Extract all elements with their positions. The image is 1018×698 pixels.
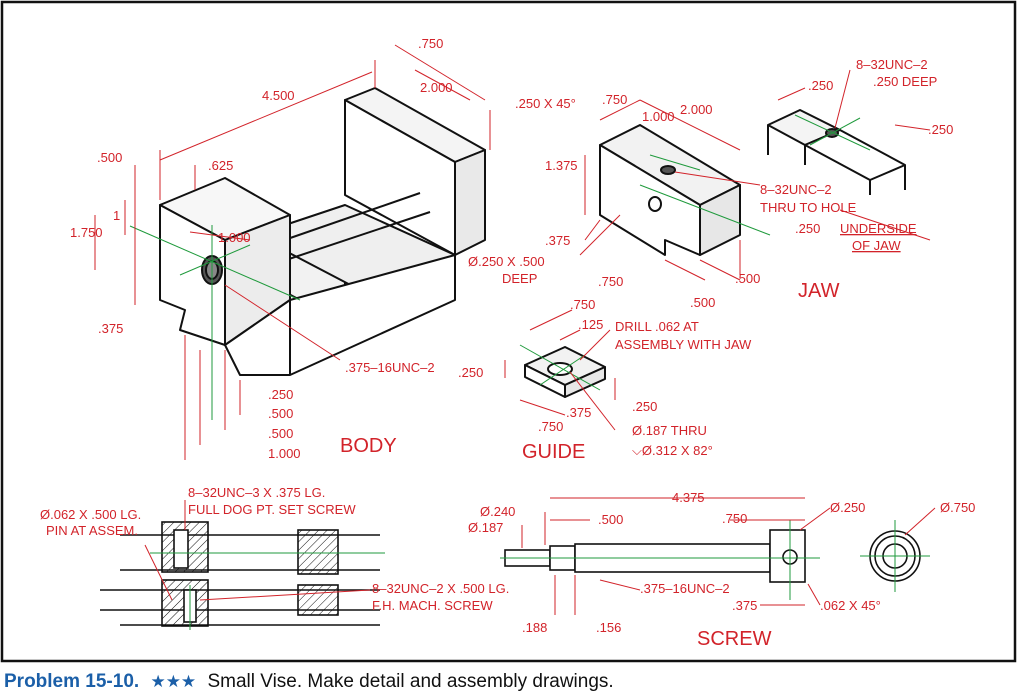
guide-dim-125: .125 — [578, 317, 603, 332]
body-dim-500: .500 — [97, 150, 122, 165]
screw-title: SCREW — [697, 628, 772, 650]
jaw-dim-750b: .750 — [598, 274, 623, 289]
underside-tap-label-1: 8–32UNC–2 — [856, 57, 928, 72]
guide-thru-label: Ø.187 THRU — [632, 423, 707, 438]
body-dim-375: .375 — [98, 321, 123, 336]
assembly-labels: 8–32UNC–3 X .375 LG. FULL DOG PT. SET SC… — [40, 485, 509, 613]
body-dim-4500: 4.500 — [262, 88, 295, 103]
body-dim-1: 1 — [113, 208, 120, 223]
assembly-pin-label-1: Ø.062 X .500 LG. — [40, 507, 141, 522]
jaw-title: JAW — [798, 280, 840, 302]
screw-dim-500: .500 — [598, 512, 623, 527]
underside-dim-250: .250 — [808, 78, 833, 93]
assembly-centerlines — [150, 552, 385, 630]
assembly-leaders — [144, 500, 371, 601]
screw-dim-156: .156 — [596, 620, 621, 635]
screw-dim-188: .188 — [522, 620, 547, 635]
body-dim-625: .625 — [208, 158, 233, 173]
jaw-dim-500: .500 — [735, 271, 760, 286]
problem-number: Problem 15-10. — [4, 671, 140, 692]
guide-dim-375: .375 — [566, 405, 591, 420]
drawing-canvas: .750 4.500 2.000 .250 X 45° .500 .625 1 … — [0, 0, 1017, 663]
underside-title-2: OF JAW — [852, 238, 901, 253]
jaw-centerlines — [639, 154, 771, 236]
guide-csk-label: ⌵Ø.312 X 82° — [632, 443, 713, 458]
body-dim-2000: 2.000 — [420, 80, 453, 95]
screw-dim-750: .750 — [722, 511, 747, 526]
screw-dim-187: Ø.187 — [468, 520, 503, 535]
guide-dim-750: .750 — [570, 297, 595, 312]
jaw-thru-label-1: 8–32UNC–2 — [760, 182, 832, 197]
body-dim-b500b: .500 — [268, 426, 293, 441]
screw-chamfer-label: .062 X 45° — [820, 598, 881, 613]
jaw-hole-label-2: DEEP — [502, 271, 537, 286]
guide-dim-250b: .250 — [632, 399, 657, 414]
body-dimension-lines — [94, 44, 491, 460]
body-dim-b1000: 1.000 — [268, 446, 301, 461]
body-dim-b500a: .500 — [268, 406, 293, 421]
screw-thread-label: .375–16UNC–2 — [640, 581, 730, 596]
body-title: BODY — [340, 435, 397, 457]
jaw-dim-1375: 1.375 — [545, 158, 578, 173]
screw-dim-4375: 4.375 — [672, 490, 705, 505]
assembly-setscrew-label-1: 8–32UNC–3 X .375 LG. — [188, 485, 325, 500]
jaw-underside-view — [767, 109, 906, 195]
body-labels: .750 4.500 2.000 .250 X 45° .500 .625 1 … — [70, 36, 576, 461]
underside-dimension-lines — [777, 69, 931, 241]
screw-dim-250: Ø.250 — [830, 500, 865, 515]
guide-dim-250: .250 — [458, 365, 483, 380]
body-thread-label: .375–16UNC–2 — [345, 360, 435, 375]
jaw-dim-375: .375 — [545, 233, 570, 248]
underside-dim-250b: .250 — [928, 122, 953, 137]
body-chamfer-label: .250 X 45° — [515, 96, 576, 111]
underside-labels: 8–32UNC–2 .250 DEEP .250 .250 UNDERSIDE … — [808, 57, 953, 253]
jaw-view — [599, 124, 741, 256]
underside-tap-label-2: .250 DEEP — [873, 74, 937, 89]
guide-title: GUIDE — [522, 441, 585, 463]
jaw-dim-250: .250 — [795, 221, 820, 236]
body-dim-b250: .250 — [268, 387, 293, 402]
body-dim-1000: 1.000 — [218, 230, 251, 245]
assembly-setscrew-label-2: FULL DOG PT. SET SCREW — [188, 502, 356, 517]
underside-centerlines — [794, 114, 871, 151]
jaw-dimension-lines — [579, 99, 761, 281]
figure-caption: Problem 15-10. ★★★ Small Vise. Make deta… — [4, 668, 1014, 696]
jaw-thru-label-2: THRU TO HOLE — [760, 200, 857, 215]
body-dim-1750: 1.750 — [70, 225, 103, 240]
screw-dim-750c: Ø.750 — [940, 500, 975, 515]
body-view — [159, 87, 486, 376]
guide-view — [524, 346, 606, 398]
guide-dim-750b: .750 — [538, 419, 563, 434]
assembly-view — [100, 521, 380, 627]
guide-drill-label-1: DRILL .062 AT — [615, 319, 699, 334]
jaw-dim-500b: .500 — [690, 295, 715, 310]
screw-dimension-lines — [521, 497, 936, 615]
body-centerlines — [129, 225, 301, 420]
jaw-labels: .750 1.000 2.000 1.375 .375 Ø.250 X .500… — [468, 92, 857, 310]
guide-labels: .750 .125 DRILL .062 AT ASSEMBLY WITH JA… — [458, 297, 752, 463]
underside-title-1: UNDERSIDE — [840, 221, 917, 236]
screw-view — [504, 529, 921, 583]
jaw-hole-label-1: Ø.250 X .500 — [468, 254, 545, 269]
guide-drill-label-2: ASSEMBLY WITH JAW — [615, 337, 752, 352]
difficulty-stars: ★★★ — [150, 672, 197, 691]
screw-centerlines — [500, 520, 930, 600]
jaw-dim-2000: 2.000 — [680, 102, 713, 117]
drawing-frame: .750 4.500 2.000 .250 X 45° .500 .625 1 … — [0, 0, 1017, 663]
guide-centerlines — [519, 344, 601, 391]
jaw-dim-1000: 1.000 — [642, 109, 675, 124]
assembly-fh-label-1: 8–32UNC–2 X .500 LG. — [372, 581, 509, 596]
caption-text: Small Vise. Make detail and assembly dra… — [207, 671, 614, 692]
jaw-dim-750: .750 — [602, 92, 627, 107]
assembly-fh-label-2: F.H. MACH. SCREW — [372, 598, 493, 613]
assembly-pin-label-2: PIN AT ASSEM. — [46, 523, 138, 538]
screw-dim-240: Ø.240 — [480, 504, 515, 519]
screw-labels: Ø.240 Ø.187 .500 4.375 .750 Ø.250 Ø.750 … — [468, 490, 975, 650]
screw-dim-375: .375 — [732, 598, 757, 613]
body-dim-750: .750 — [418, 36, 443, 51]
sheet-border — [0, 0, 1017, 663]
guide-dimension-lines — [504, 309, 616, 431]
